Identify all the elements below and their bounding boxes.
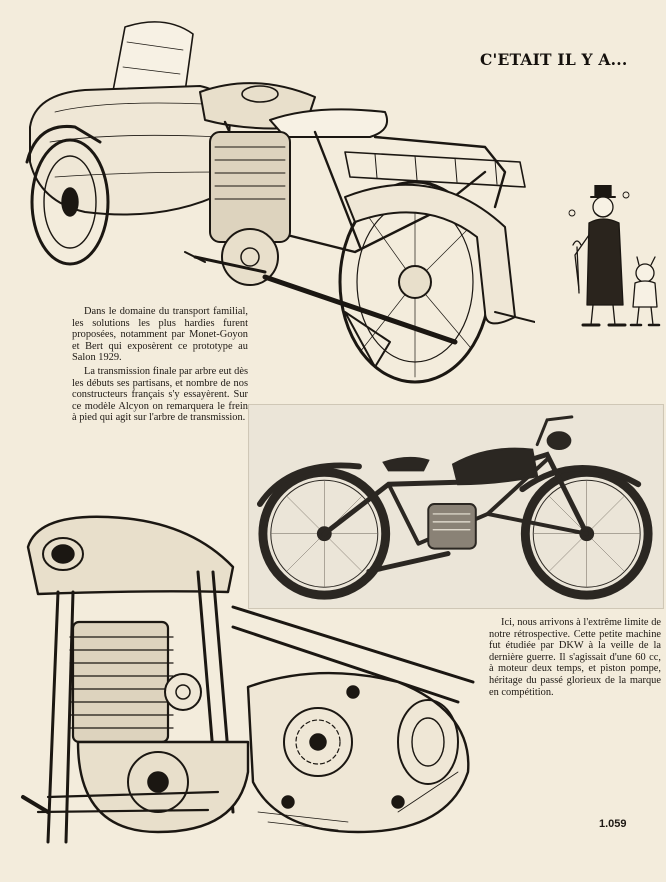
cartoon-characters bbox=[565, 185, 663, 333]
sidecar-caption: Dans le domaine du transport familial, l… bbox=[72, 306, 248, 424]
dkw-motorcycle-photo bbox=[248, 404, 664, 609]
caption-paragraph: Ici, nous arrivons à l'extrême limite de… bbox=[489, 617, 661, 698]
page-headline: C'ETAIT IL Y A... bbox=[480, 50, 628, 69]
caption-paragraph: Dans le domaine du transport familial, l… bbox=[72, 306, 248, 364]
cartoon-figures-icon bbox=[568, 185, 661, 327]
dkw-caption: Ici, nous arrivons à l'extrême limite de… bbox=[489, 617, 661, 698]
caption-paragraph: La transmission finale par arbre eut dès… bbox=[72, 365, 248, 424]
engine-cutaway-icon bbox=[21, 515, 475, 844]
sidecar-motorcycle-icon bbox=[25, 21, 535, 384]
page-number: 1.059 bbox=[599, 818, 627, 830]
sidecar-prototype-drawing bbox=[15, 12, 535, 407]
engine-transmission-drawing bbox=[18, 512, 488, 864]
motorcycle-photo-icon bbox=[250, 405, 662, 608]
